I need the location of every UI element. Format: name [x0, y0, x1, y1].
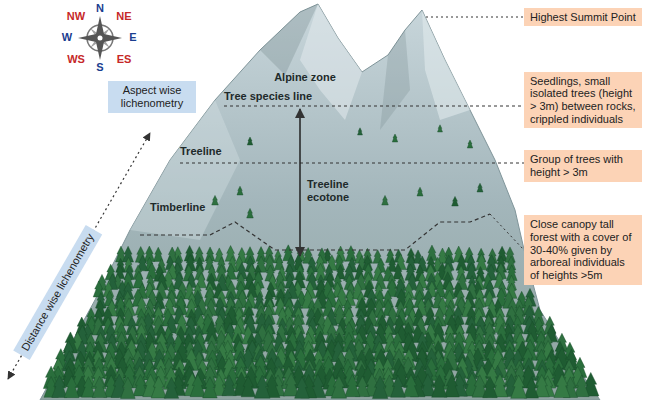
tree-symbol — [331, 376, 346, 399]
tree-symbol — [358, 128, 363, 135]
compass-direction: N — [96, 2, 104, 15]
tree-symbol — [574, 375, 589, 397]
tree-symbol — [203, 377, 218, 398]
tree-symbol — [438, 125, 443, 132]
tree-symbol — [92, 376, 107, 397]
method-box: Aspect wise lichenometry — [108, 81, 196, 112]
tree-symbol — [444, 375, 459, 397]
compass-center — [98, 36, 103, 41]
leader-line — [426, 17, 524, 18]
tree-symbol — [274, 255, 284, 269]
tree-symbol — [237, 186, 243, 195]
ridge-shadow — [380, 30, 410, 130]
box-text: Group of trees with height > 3m — [530, 153, 636, 178]
ridge-shadow — [260, 4, 318, 75]
ridge-highlight — [422, 10, 470, 120]
tree-symbol — [483, 376, 498, 397]
slope-highlight — [130, 100, 240, 240]
tree-symbol — [417, 187, 423, 196]
tree-symbol — [345, 374, 360, 396]
tree-symbol — [403, 374, 418, 396]
tree-symbol — [64, 376, 79, 398]
zone-label: Tree species line — [224, 90, 312, 103]
tree-symbol — [254, 375, 270, 398]
tree-symbol — [121, 377, 136, 398]
tree-symbol — [222, 375, 236, 396]
tree-symbol — [382, 195, 389, 205]
zone-label: Timberline — [150, 201, 205, 214]
callout-box: Close canopy tall forest with a cover of… — [524, 215, 642, 284]
box-text: Seedlings, small isolated trees (height … — [530, 75, 636, 126]
compass-direction: W — [62, 31, 72, 44]
compass-direction: NE — [116, 10, 131, 23]
compass-direction: S — [96, 61, 103, 74]
compass-direction: WS — [67, 53, 85, 66]
tree-symbol — [212, 195, 219, 205]
tree-symbol — [554, 374, 570, 398]
tree-symbol — [190, 374, 205, 396]
callout-box: Highest Summit Point — [524, 8, 642, 27]
compass-direction: ES — [117, 53, 132, 66]
tree-symbol — [434, 280, 445, 297]
ecotone-arrow — [299, 109, 301, 256]
tree-symbol — [186, 273, 196, 288]
tree-symbol — [247, 137, 253, 145]
tree-species-line — [224, 106, 524, 107]
tree-symbol — [93, 281, 104, 297]
zone-label: Treeline ecotone — [307, 178, 365, 204]
tree-symbol — [164, 377, 178, 398]
tree-symbol — [432, 375, 447, 397]
compass-rose — [78, 16, 122, 60]
compass-star-major — [78, 16, 122, 60]
box-text: Close canopy tall forest with a cover of… — [530, 218, 636, 281]
callout-box: Group of trees with height > 3m — [524, 150, 642, 181]
tree-symbol — [392, 134, 398, 142]
box-text: Distance wise lichenometry — [19, 231, 97, 353]
tree-symbol — [466, 263, 477, 279]
tree-symbol — [247, 208, 254, 218]
method-box: Distance wise lichenometry — [14, 224, 103, 359]
distance-arrow — [8, 133, 150, 379]
tree-symbol — [452, 196, 459, 206]
tree-symbol — [477, 183, 483, 192]
compass-direction: NW — [67, 10, 85, 23]
zone-label: Treeline — [180, 145, 222, 158]
tree-symbol — [372, 376, 387, 398]
tree-symbol — [524, 377, 538, 398]
treeline-line — [180, 163, 524, 164]
tree-symbol — [476, 254, 487, 270]
mountain-body — [40, 4, 600, 400]
compass-direction: E — [129, 31, 136, 44]
box-text: Aspect wise lichenometry — [114, 84, 190, 109]
tree-symbol — [225, 263, 236, 279]
tree-symbol — [295, 377, 310, 398]
tree-symbol — [391, 376, 406, 397]
tree-symbol — [52, 375, 67, 397]
tree-symbol — [467, 140, 473, 148]
tree-symbol — [225, 246, 236, 262]
tree-symbol — [241, 376, 255, 397]
tree-symbol — [346, 246, 357, 262]
forest — [43, 125, 598, 399]
tree-symbol — [151, 376, 166, 398]
box-text: Highest Summit Point — [530, 11, 636, 24]
callout-box: Seedlings, small isolated trees (height … — [524, 72, 642, 129]
tree-symbol — [511, 375, 527, 398]
timberline-line — [140, 214, 490, 250]
leader-line — [490, 214, 524, 250]
zone-label: Alpine zone — [274, 71, 336, 84]
